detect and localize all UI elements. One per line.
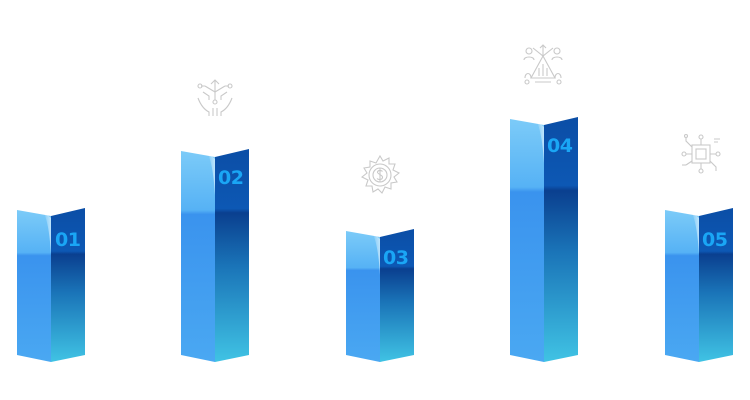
step-bar-02: 02 (181, 149, 249, 362)
step-number-03: 03 (383, 247, 408, 269)
step-bar-04: 04 (510, 117, 578, 362)
step-number-04: 04 (547, 135, 573, 157)
circuit-chip-icon (680, 133, 724, 175)
hands-network-arrows-icon (195, 78, 235, 118)
dollar-gear-icon (359, 154, 401, 196)
step-bar-05: 05 (665, 208, 733, 362)
step-number-05: 05 (702, 229, 727, 251)
step-bar-03: 03 (346, 229, 414, 362)
people-growth-chart-icon (521, 42, 565, 86)
step-number-01: 01 (55, 229, 80, 251)
step-number-02: 02 (218, 167, 243, 189)
step-bar-01: 01 (17, 208, 85, 362)
